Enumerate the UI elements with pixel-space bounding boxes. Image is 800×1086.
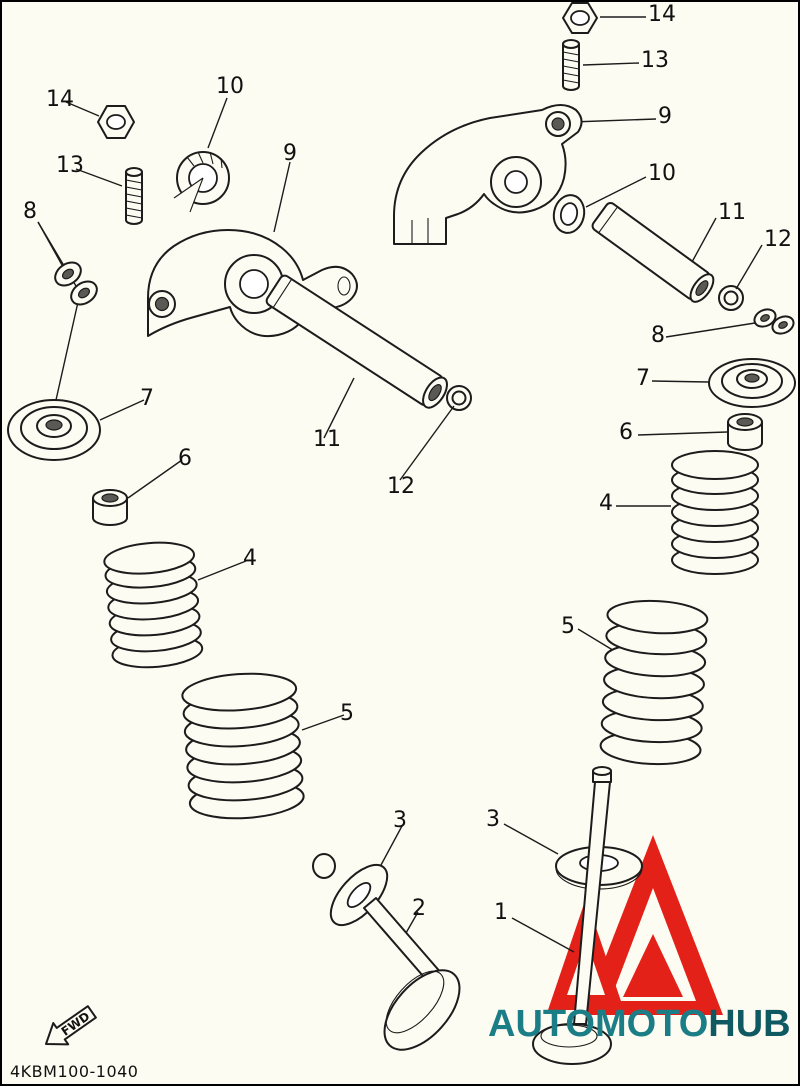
part-adjuster-screw-13-left <box>125 167 143 225</box>
callout-6-right: 6 <box>619 420 633 445</box>
leader-lines <box>37 16 763 953</box>
part-spring-retainer-7-left <box>7 399 101 461</box>
part-code: 4KBM100-1040 <box>10 1062 139 1081</box>
callout-10-right: 10 <box>648 161 676 186</box>
watermark-text: AUTOMOTOHUB <box>488 1003 791 1046</box>
callout-9-right: 9 <box>658 104 672 129</box>
callout-12-left: 12 <box>387 474 415 499</box>
part-rocker-shaft-11-right <box>591 202 715 303</box>
callout-4-left: 4 <box>243 546 257 571</box>
part-valve-keepers-8-right <box>753 308 795 335</box>
watermark-text-primary: AUTOMOTO <box>488 1003 709 1045</box>
part-oring-12-right <box>718 285 744 311</box>
callout-14-right: 14 <box>648 2 676 27</box>
callout-8-right: 8 <box>651 323 665 348</box>
part-nut-14-right <box>562 2 598 34</box>
part-clip-10-left <box>170 151 230 216</box>
part-valve-2-left <box>312 853 461 1051</box>
part-outer-spring-5-right <box>599 599 709 766</box>
part-valve-seal-6-right <box>727 413 763 451</box>
callout-11-left: 11 <box>313 427 341 452</box>
callout-6-left: 6 <box>178 446 192 471</box>
part-keeper-10-right <box>552 194 586 234</box>
callout-5-right: 5 <box>561 614 575 639</box>
callout-4-right: 4 <box>599 491 613 516</box>
callout-9-left: 9 <box>283 141 297 166</box>
callout-5-left: 5 <box>340 701 354 726</box>
logo-triangle-center <box>623 934 683 997</box>
callout-3-left: 3 <box>393 808 407 833</box>
callout-11-right: 11 <box>718 200 746 225</box>
part-valve-seal-6-left <box>92 489 128 526</box>
fwd-arrow: FWD <box>45 1005 97 1046</box>
part-valve-1-right <box>532 766 612 1065</box>
part-rocker-shaft-11-left <box>265 274 448 409</box>
part-spring-seat-3-left <box>329 863 389 927</box>
callout-3-right: 3 <box>486 807 500 832</box>
part-spring-retainer-7-right <box>708 358 796 408</box>
part-nut-14-left <box>97 105 135 139</box>
callout-7-left: 7 <box>140 386 154 411</box>
callout-13-left: 13 <box>56 153 84 178</box>
callout-13-right: 13 <box>641 48 669 73</box>
callout-12-right: 12 <box>764 227 792 252</box>
watermark-text-secondary: HUB <box>708 1003 791 1045</box>
part-inner-spring-4-left <box>103 541 204 669</box>
part-rocker-arm-9-right <box>393 104 583 245</box>
part-outer-spring-5-left <box>181 672 305 820</box>
callout-14-left: 14 <box>46 87 74 112</box>
callout-10-left: 10 <box>216 74 244 99</box>
callout-7-right: 7 <box>636 366 650 391</box>
part-inner-spring-4-right <box>671 450 759 575</box>
callout-2-left: 2 <box>412 896 426 921</box>
part-valve-keepers-8-left <box>54 261 98 306</box>
part-adjuster-screw-13-right <box>562 39 580 91</box>
callout-8-left: 8 <box>23 199 37 224</box>
callout-1-right: 1 <box>494 900 508 925</box>
part-oring-12-left <box>446 385 472 411</box>
